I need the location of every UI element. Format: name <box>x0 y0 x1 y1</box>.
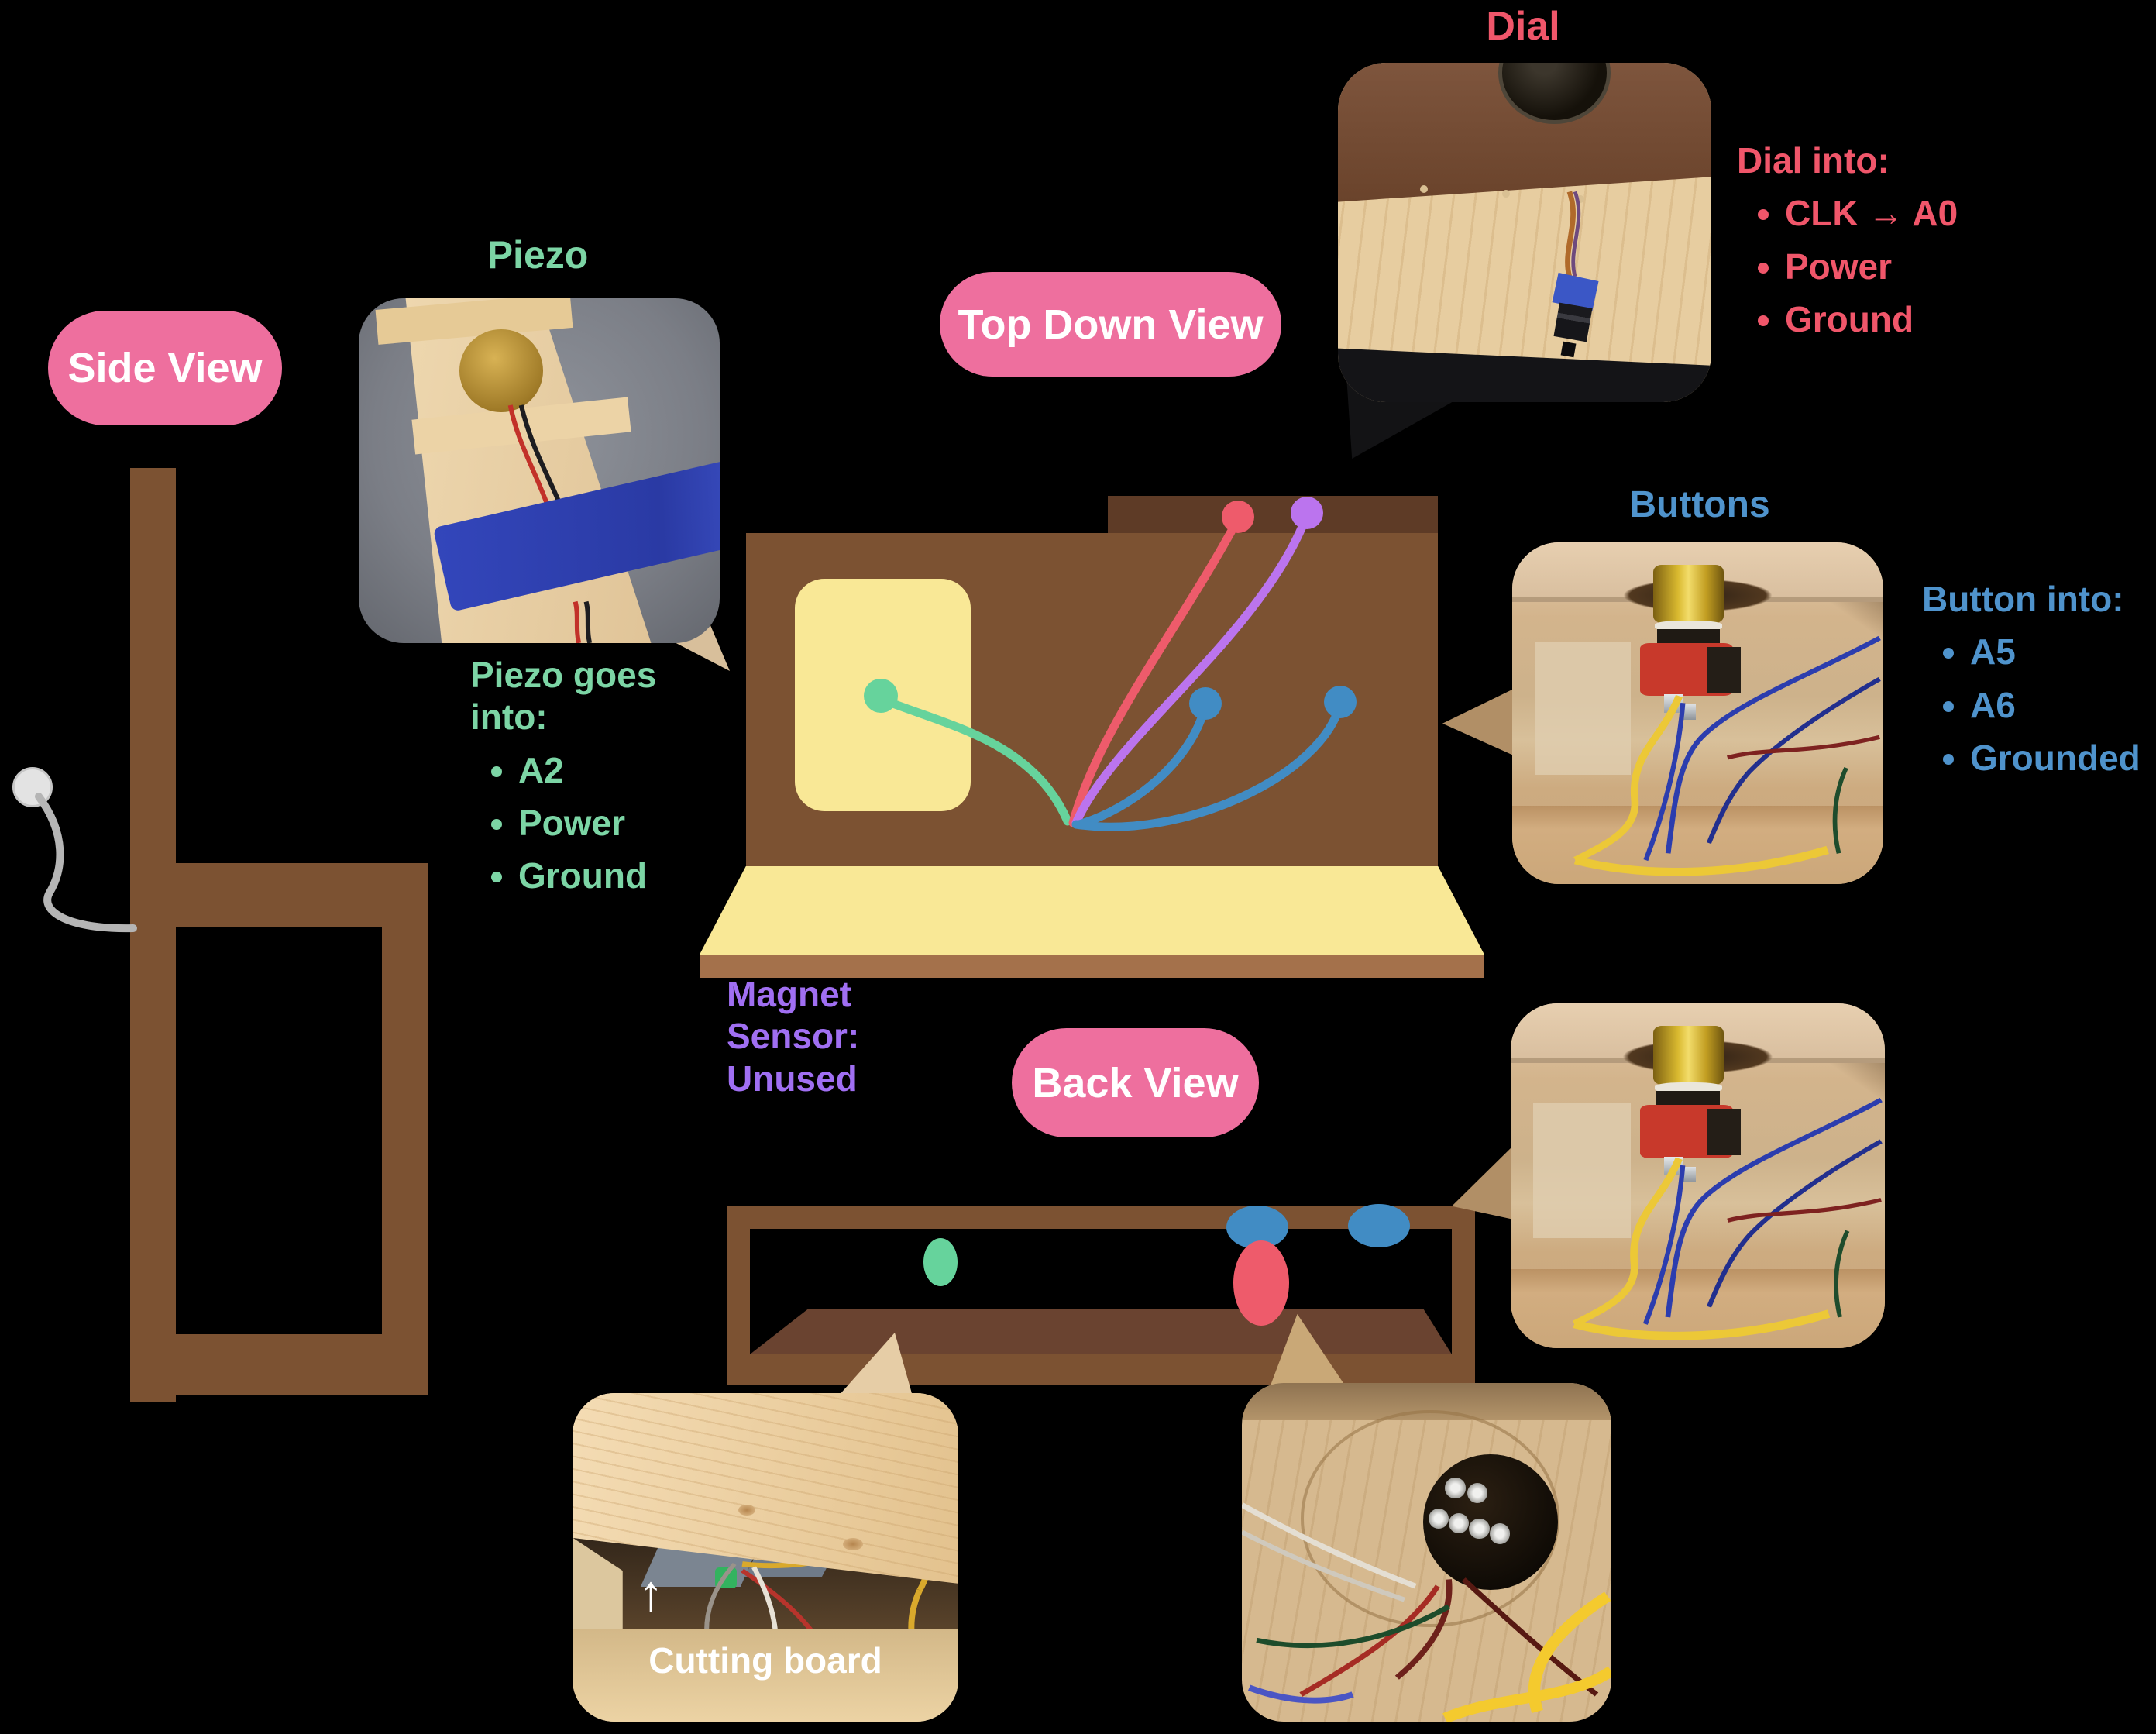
magnet-sensor-wire <box>35 793 137 933</box>
buttons-photo-wall-panel <box>1534 641 1632 775</box>
red-wire-dot <box>1222 501 1254 533</box>
top-down-wire-bundle <box>876 511 1345 831</box>
piezo-photo-title: Piezo <box>487 233 589 277</box>
buttons-note-item: A5 <box>1970 631 2154 673</box>
dial-note-heading: Dial into: <box>1737 140 1890 181</box>
cutting-board-floor <box>573 1629 958 1722</box>
buttons-note-heading: Button into: <box>1922 579 2124 619</box>
buttons-note-list: A5 A6 Grounded <box>1922 631 2154 779</box>
piezo-note-heading: Piezo goes into: <box>470 655 657 738</box>
cutting-board-caption: Cutting board <box>648 1640 882 1681</box>
up-arrow-icon: ↑ <box>638 1564 664 1622</box>
buttons-photo-wires <box>1572 1097 1883 1340</box>
blue-wire-dot-left <box>1189 687 1222 720</box>
buttons-photo-2 <box>1511 1003 1885 1348</box>
top-down-view-pill-label: Top Down View <box>958 301 1264 348</box>
buttons-photo-wall-panel <box>1532 1103 1631 1238</box>
dial-note: Dial into: CLK → A0 Power Ground <box>1737 139 2124 351</box>
blue-wire-dot-right <box>1324 686 1357 718</box>
dial-photo-screw <box>1577 194 1585 203</box>
side-view-right-leg <box>382 863 428 1395</box>
dial-terminal-photo <box>1242 1383 1611 1722</box>
dial-photo <box>1338 63 1711 402</box>
dial-note-item: Ground <box>1785 298 2124 340</box>
arcade-button-barrel-icon <box>1652 1025 1724 1085</box>
terminal-screw <box>1467 1482 1488 1504</box>
terminal-screw <box>1489 1523 1510 1544</box>
top-down-front-deck <box>700 866 1484 955</box>
piezo-note: Piezo goes into: A2 Power Ground <box>470 654 703 907</box>
arcade-button-nut-ring <box>1654 1082 1722 1093</box>
piezo-disc-icon <box>459 329 543 412</box>
piezo-note-item: Power <box>518 802 703 844</box>
side-view-bottom-shelf <box>176 1334 428 1395</box>
back-view-frame-bottom <box>727 1354 1475 1385</box>
side-view-pill: Side View <box>48 311 282 425</box>
wood-knot-icon <box>738 1505 756 1516</box>
terminal-screw <box>1428 1508 1449 1529</box>
terminal-screw <box>1449 1513 1470 1534</box>
back-view-pill: Back View <box>1012 1028 1259 1137</box>
teal-wire-dot <box>864 679 898 713</box>
back-view-teal-dot <box>923 1238 958 1286</box>
dial-photo-wires <box>1565 191 1581 277</box>
side-view-back-panel <box>130 468 176 1402</box>
back-view-floor <box>750 1309 1452 1354</box>
dial-note-list: CLK → A0 Power Ground <box>1737 192 2124 340</box>
top-down-view-pill: Top Down View <box>940 272 1281 377</box>
microswitch-connector <box>1707 646 1741 693</box>
buttons-note-item: Grounded <box>1970 737 2154 779</box>
piezo-photo <box>359 298 720 643</box>
terminal-photo-wires <box>1242 1502 1611 1722</box>
side-view-pill-label: Side View <box>67 345 263 391</box>
arcade-button-base <box>1656 629 1721 647</box>
dial-photo-screw <box>1502 190 1511 198</box>
piezo-note-item: A2 <box>518 749 703 791</box>
buttons-photo-tail <box>1442 688 1515 756</box>
magnet-sensor-note: Magnet Sensor: Unused <box>727 974 860 1099</box>
back-view-red-dot <box>1233 1240 1289 1326</box>
side-view-top-shelf <box>130 863 428 927</box>
dial-sensor-pcb <box>1553 302 1593 342</box>
buttons-photo <box>1512 542 1883 884</box>
piezo-note-item: Ground <box>518 855 703 896</box>
dial-photo-screw <box>1420 184 1429 193</box>
microswitch-connector <box>1707 1108 1742 1155</box>
arcade-button-nut-ring <box>1655 621 1722 631</box>
terminal-scratch-ring <box>1301 1409 1560 1627</box>
back-view-pill-label: Back View <box>1032 1059 1239 1106</box>
buttons-photo-wires <box>1573 635 1881 876</box>
terminal-screw <box>1469 1518 1490 1540</box>
top-down-front-edge <box>700 955 1484 978</box>
dial-sensor-chip <box>1560 341 1577 359</box>
purple-wire-dot <box>1291 497 1323 529</box>
cutting-board-photo: ↑ Cutting board <box>573 1393 958 1722</box>
buttons-note: Button into: A5 A6 Grounded <box>1922 578 2154 790</box>
arcade-button-barrel-icon <box>1653 564 1724 623</box>
buttons-note-item: A6 <box>1970 684 2154 726</box>
dial-note-item: CLK → A0 <box>1785 192 2124 234</box>
piezo-note-list: A2 Power Ground <box>470 749 703 897</box>
terminal-screw <box>1445 1478 1466 1498</box>
back-view-blue-button-right <box>1348 1204 1410 1247</box>
dial-note-item: Power <box>1785 246 2124 287</box>
arcade-button-base <box>1656 1091 1721 1109</box>
buttons-photo-title: Buttons <box>1629 484 1770 525</box>
top-down-rear-rail <box>1108 496 1438 533</box>
dial-photo-title: Dial <box>1486 4 1560 49</box>
wood-knot-icon <box>842 1537 863 1550</box>
